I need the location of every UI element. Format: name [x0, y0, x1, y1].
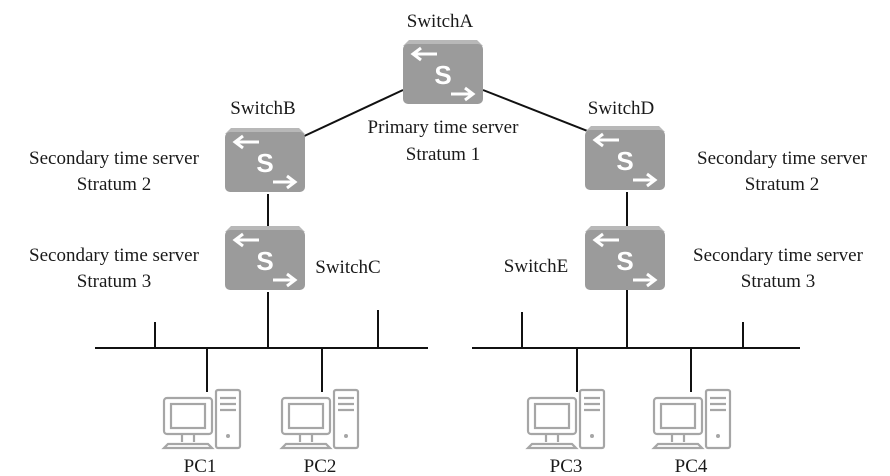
pc4-icon[interactable] [652, 388, 732, 450]
pc1-icon[interactable] [162, 388, 242, 450]
switch-c-name: SwitchC [315, 257, 380, 278]
switch-b-name: SwitchB [230, 98, 295, 119]
switch-e-role: Secondary time server [693, 245, 864, 266]
switch-c-role: Secondary time server [29, 245, 200, 266]
switch-a-name: SwitchA [407, 11, 474, 32]
switch-a-icon[interactable]: S [401, 38, 485, 106]
switch-e-icon[interactable]: S [583, 224, 667, 292]
link-a-d [482, 89, 591, 133]
switch-a-letter: S [434, 60, 451, 90]
switch-b-role: Secondary time server [29, 148, 200, 169]
switch-e-letter: S [616, 246, 633, 276]
switch-d-name: SwitchD [588, 98, 655, 119]
switch-e-stratum: Stratum 3 [741, 271, 815, 292]
switch-c-stratum: Stratum 3 [77, 271, 151, 292]
switch-d-letter: S [616, 146, 633, 176]
switch-b-icon[interactable]: S [223, 126, 307, 194]
switch-b-letter: S [256, 148, 273, 178]
pc2-label: PC2 [304, 456, 337, 476]
switch-c-letter: S [256, 246, 273, 276]
switch-b-stratum: Stratum 2 [77, 174, 151, 195]
link-a-b [299, 89, 404, 139]
switch-a-stratum: Stratum 1 [406, 144, 480, 165]
switch-c-icon[interactable]: S [223, 224, 307, 292]
switch-a-role: Primary time server [368, 117, 520, 138]
pc3-label: PC3 [550, 456, 583, 476]
switch-d-stratum: Stratum 2 [745, 174, 819, 195]
pc4-label: PC4 [675, 456, 708, 476]
switch-e-name: SwitchE [504, 256, 568, 277]
pc2-icon[interactable] [280, 388, 360, 450]
pc3-icon[interactable] [526, 388, 606, 450]
switch-d-role: Secondary time server [697, 148, 868, 169]
pc1-label: PC1 [184, 456, 217, 476]
switch-d-icon[interactable]: S [583, 124, 667, 192]
